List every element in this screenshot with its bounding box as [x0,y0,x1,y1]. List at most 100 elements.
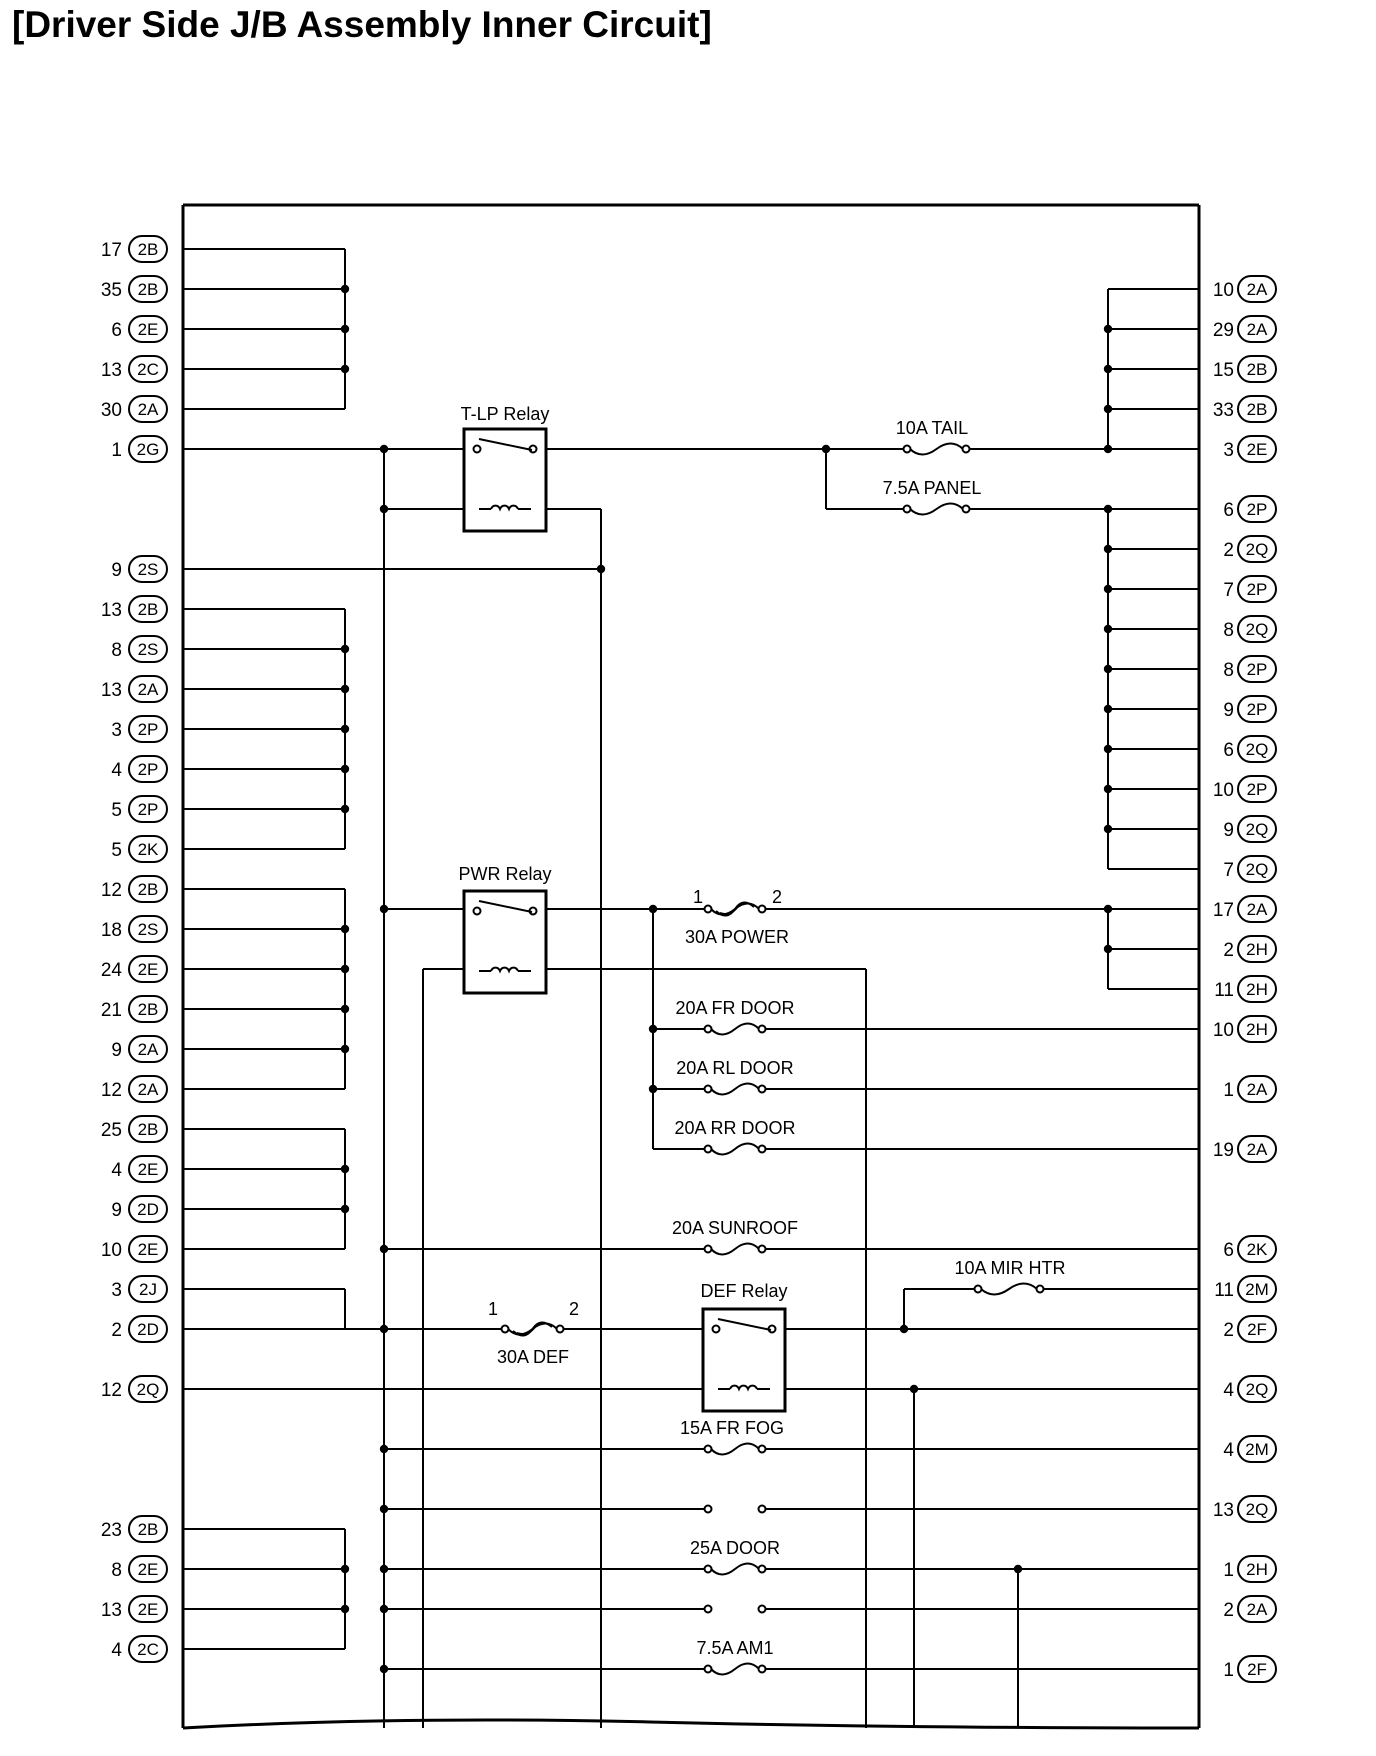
fuse-10a-mir-htr-label: 10A MIR HTR [954,1258,1065,1278]
left-pin-1-oval [128,275,168,303]
left-pin-21-oval [128,1155,168,1183]
fuse-20a-fr-door-terminal [703,1024,713,1034]
left-pin-16-connector: 2E [138,960,159,979]
fuse-30a-def-terminal [555,1324,565,1334]
left-pin-8-connector: 2S [138,640,159,659]
junction-dot [1103,584,1113,594]
right-pin-number: 2 [1223,940,1234,961]
left-pin-18-oval [128,1035,168,1063]
left-pin-13-connector: 2K [138,840,159,859]
left-pin-19-oval [128,1075,168,1103]
left-pin-0-connector: 2B [138,240,159,259]
right-pin-2-connector: 2B [1247,360,1268,379]
left-pin-number: 8 [111,1560,122,1581]
junction-dot [1103,624,1113,634]
left-pin-12-oval [128,795,168,823]
left-pin-17-oval [128,995,168,1023]
fuse-7-5a-am1-terminal [703,1664,713,1674]
right-pin-0-oval [1237,275,1277,303]
right-pin-number: 1 [1223,1560,1234,1581]
right-pin-27-oval [1237,1555,1277,1583]
left-pin-number: 4 [111,760,122,781]
right-pin-12-oval [1237,775,1277,803]
junction-dot [1103,504,1113,514]
junction-dot [340,764,350,774]
right-pin-number: 10 [1213,1020,1234,1041]
right-pin-number: 29 [1213,320,1234,341]
left-pin-5-connector: 2G [137,440,160,459]
right-pin-number: 2 [1223,540,1234,561]
fuse-30a-power-element [719,904,740,915]
fuse-20a-sunroof-element [710,1242,760,1256]
right-pin-number: 6 [1223,740,1234,761]
right-pin-21-oval [1237,1235,1277,1263]
open-fuse-slot-terminal [757,1604,767,1614]
right-pin-5-oval [1237,495,1277,523]
right-pin-number: 9 [1223,700,1234,721]
junction-dot [340,1004,350,1014]
junction-dot [909,1384,919,1394]
fuse-15a-fr-fog-label: 15A FR FOG [680,1418,784,1438]
fuse-20a-sunroof-label: 20A SUNROOF [672,1218,798,1238]
fuse-20a-rl-door-element [710,1082,760,1096]
right-pin-number: 10 [1213,280,1234,301]
junction-dot [340,644,350,654]
left-pin-number: 9 [111,560,122,581]
left-pin-25-oval [128,1315,168,1343]
pwr-relay-coil [490,966,519,974]
left-pin-20-oval [128,1115,168,1143]
junction-dot [340,1044,350,1054]
junction-dot [340,724,350,734]
junction-dot [1103,664,1113,674]
right-pin-24-connector: 2Q [1246,1380,1269,1399]
fuse-20a-rl-door-terminal [703,1084,713,1094]
right-pin-21-connector: 2K [1247,1240,1268,1259]
door-fuse-label: 20A RR DOOR [674,1118,795,1138]
page-title: [Driver Side J/B Assembly Inner Circuit] [12,4,712,45]
left-pin-13-oval [128,835,168,863]
right-pin-16-connector: 2H [1246,940,1268,959]
left-pin-28-oval [128,1555,168,1583]
fuse-20a-fr-door-terminal [757,1024,767,1034]
left-pin-15-oval [128,915,168,943]
left-pin-number: 3 [111,720,122,741]
fuse-30a-power-term-2: 2 [772,887,782,907]
fuse-7-5a-am1-label: 7.5A AM1 [696,1638,773,1658]
junction-dot [648,1024,658,1034]
left-pin-7-oval [128,595,168,623]
left-pin-number: 4 [111,1640,122,1661]
right-pin-number: 13 [1213,1500,1234,1521]
right-pin-15-oval [1237,895,1277,923]
left-pin-29-connector: 2E [138,1600,159,1619]
door-fuse-label: 20A FR DOOR [675,998,794,1018]
left-pin-4-connector: 2A [138,400,159,419]
left-pin-number: 18 [101,920,122,941]
fuse-20a-rr-door-terminal [757,1144,767,1154]
right-pin-19-connector: 2A [1247,1080,1268,1099]
right-pin-3-connector: 2B [1247,400,1268,419]
fuse-20a-sunroof-terminal [703,1244,713,1254]
left-pin-11-oval [128,755,168,783]
fuse-7-5a-panel-element [909,502,964,516]
right-pin-number: 17 [1213,900,1234,921]
junction-dot [1103,944,1113,954]
open-fuse-slot-terminal [703,1604,713,1614]
def-relay-label: DEF Relay [700,1281,787,1301]
junction-dot [340,964,350,974]
right-pin-28-oval [1237,1595,1277,1623]
junction-dot [340,1164,350,1174]
right-pin-number: 11 [1214,980,1234,1001]
right-pin-5-connector: 2P [1247,500,1268,519]
door-fuse-label: 20A RL DOOR [676,1058,793,1078]
right-pin-number: 6 [1223,500,1234,521]
left-pin-number: 6 [111,320,122,341]
fuse-20a-fr-door-element [710,1022,760,1036]
right-pin-1-oval [1237,315,1277,343]
junction-dot [379,1244,389,1254]
pwr-relay-contact [472,906,482,916]
fuse-7-5a-am1-terminal [757,1664,767,1674]
left-pin-10-connector: 2P [138,720,159,739]
junction-dot [1103,824,1113,834]
right-pin-number: 3 [1223,440,1234,461]
right-pin-29-connector: 2F [1247,1660,1267,1679]
